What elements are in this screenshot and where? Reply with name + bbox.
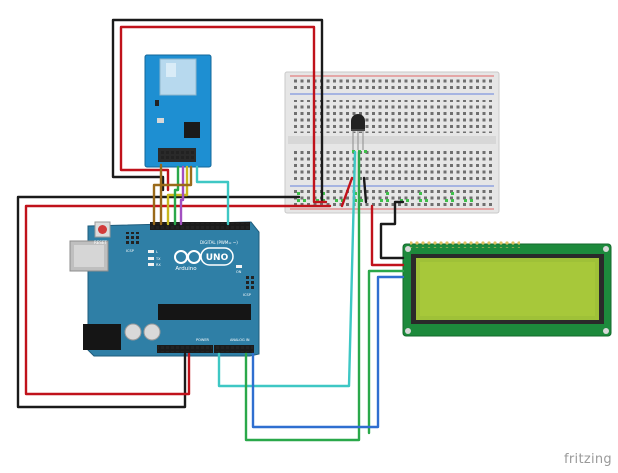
fritzing-watermark: fritzing (564, 452, 612, 467)
wire-red-lcd (370, 204, 405, 267)
wire-black-lcd (379, 200, 405, 260)
breadboard (284, 71, 500, 214)
digital-label: DIGITAL (PWM= ~) (200, 240, 238, 245)
wire-red-left (24, 204, 332, 396)
l-label: L (156, 250, 158, 254)
wire-cyan-sensor (217, 150, 357, 388)
wire-cyan-sd (195, 165, 230, 226)
wires (16, 18, 405, 442)
wire-red-top (119, 25, 328, 204)
wire-brown2-sd (152, 165, 193, 226)
rx-label: RX (156, 263, 161, 267)
analog-label: ANALOG IN (230, 338, 250, 342)
wire-purple-sd (179, 165, 185, 226)
wire-black-sensor (362, 176, 368, 204)
wire-green-sd (173, 165, 180, 226)
wire-green-lcd (367, 269, 405, 435)
icsp-label: ICSP (243, 293, 251, 297)
temperature-sensor (351, 114, 365, 150)
wire-green-sensor (244, 150, 361, 442)
arduino-uno-board: RESET DIGITAL (PWM= ~) UNO Arduino TX RX… (69, 221, 260, 357)
arduino-logo (174, 247, 234, 266)
brand-label: Arduino (175, 266, 197, 272)
reset-label: RESET (94, 240, 107, 245)
wire-yellow-sd (166, 165, 189, 226)
board-name: UNO (206, 253, 229, 263)
lcd-display (402, 240, 612, 337)
tx-label: TX (155, 257, 161, 261)
power-label: POWER (196, 338, 210, 342)
wire-red-sensor (340, 176, 354, 208)
on-label: ON (236, 270, 242, 274)
icsp-top-label: ICSP (126, 249, 134, 253)
wire-blue-lcd (251, 275, 405, 429)
wire-black-left (16, 195, 301, 409)
sd-card-module (144, 54, 212, 168)
wire-black-top (111, 18, 324, 204)
